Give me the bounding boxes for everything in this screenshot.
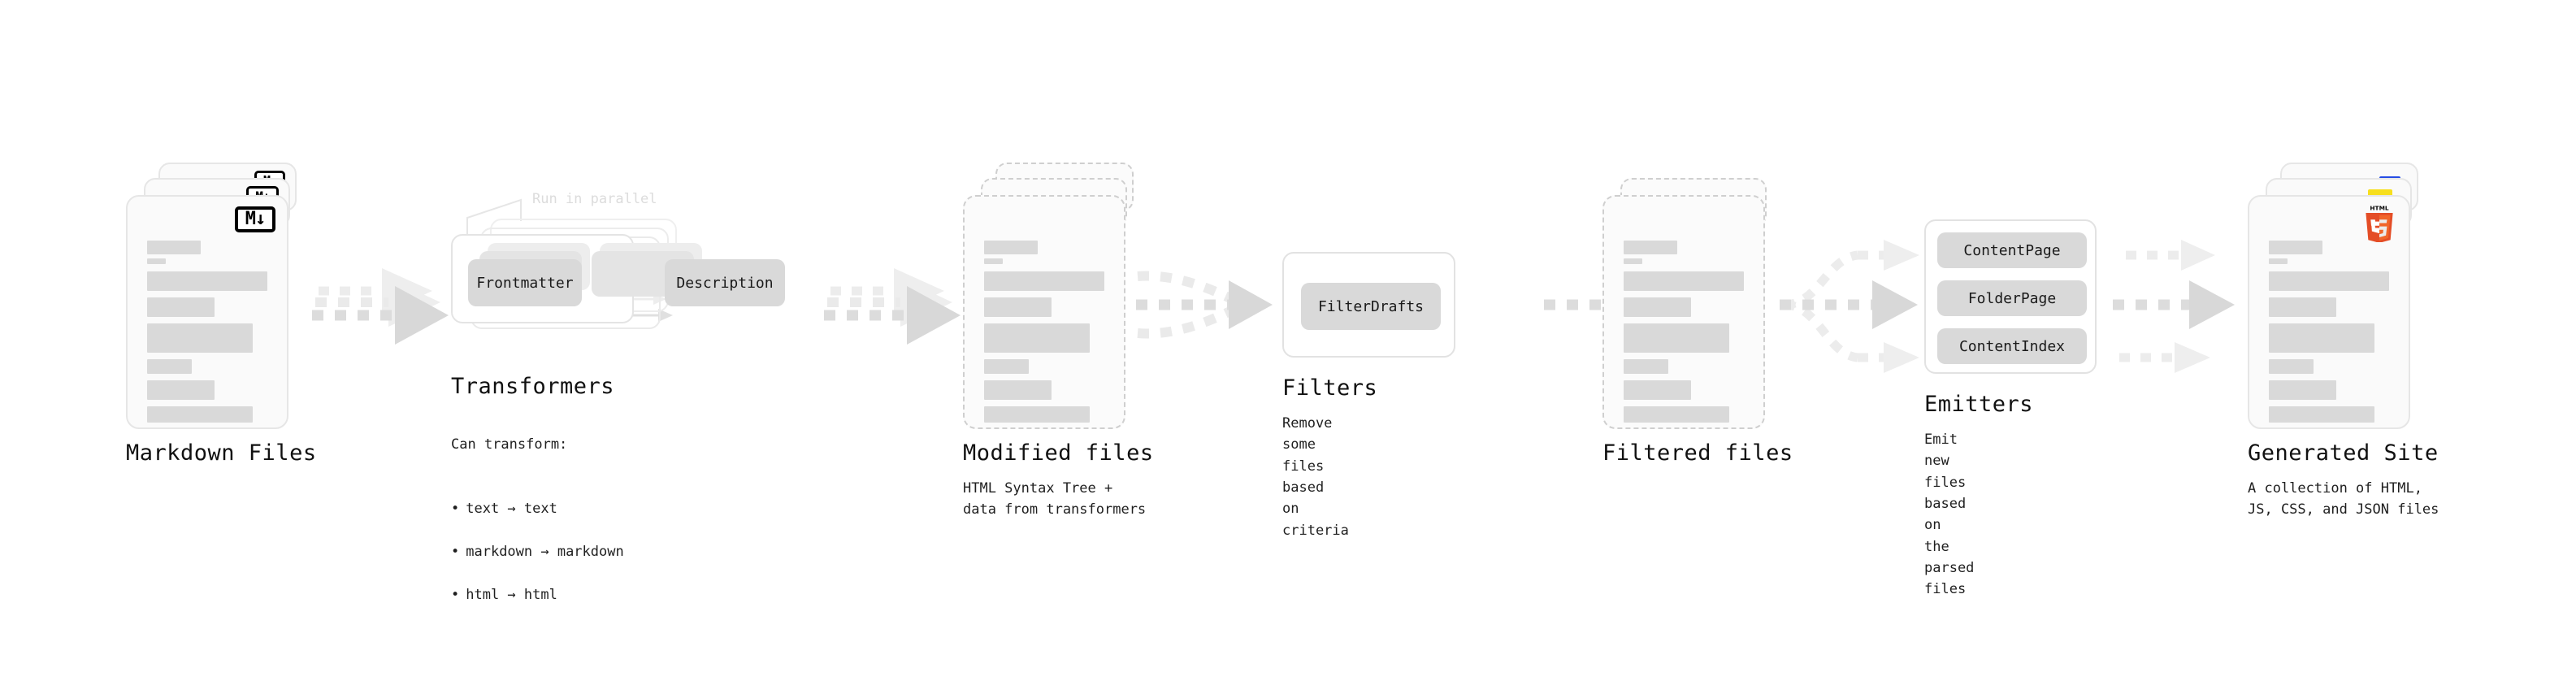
arrow-filtered-to-emitters — [1780, 240, 1919, 373]
placeholder-bar — [984, 241, 1038, 254]
stage-title-emitters: Emitters — [1924, 392, 2034, 417]
placeholder-bar — [2269, 297, 2336, 317]
transformers-bullet: markdown → markdown — [451, 541, 623, 562]
emitter-pill-folderpage[interactable]: FolderPage — [1937, 280, 2087, 316]
modified-files-description: HTML Syntax Tree + data from transformer… — [963, 480, 1147, 518]
filters-group-box: FilterDrafts — [1282, 252, 1455, 358]
placeholder-bar — [2269, 359, 2314, 374]
emitter-pill-contentpage[interactable]: ContentPage — [1937, 232, 2087, 268]
placeholder-bar — [984, 380, 1052, 400]
filtered-card-stack — [1602, 163, 1789, 431]
stage-title-markdown-files: Markdown Files — [126, 440, 317, 466]
emitter-pill-contentindex[interactable]: ContentIndex — [1937, 328, 2087, 364]
arrow-emitters-to-generated-site — [2113, 240, 2235, 373]
placeholder-bar — [1624, 297, 1691, 317]
placeholder-bar — [2269, 380, 2336, 400]
placeholder-bar — [1624, 271, 1744, 291]
transformers-bullet: text → text — [451, 498, 624, 519]
placeholder-bar — [147, 359, 192, 374]
placeholder-bar — [2269, 241, 2322, 254]
emitters-group-box: ContentPage FolderPage ContentIndex — [1924, 219, 2097, 374]
transformers-description-lead: Can transform: — [451, 436, 568, 453]
placeholder-bar — [2269, 323, 2375, 353]
markdown-card-placeholder-lines — [147, 241, 267, 423]
generated-card-placeholder-lines — [2269, 241, 2389, 423]
generated-card-front: HTML — [2248, 195, 2410, 429]
stage-title-filtered-files: Filtered files — [1602, 440, 1793, 466]
modified-card-placeholder-lines — [984, 241, 1104, 423]
run-in-parallel-label: Run in parallel — [532, 191, 657, 207]
placeholder-bar — [147, 241, 201, 254]
transformer-pill-frontmatter[interactable]: Frontmatter — [468, 259, 582, 306]
stage-modified-files: Modified files HTML Syntax Tree + data f… — [963, 163, 1153, 518]
placeholder-bar — [147, 323, 254, 353]
stage-title-transformers: Transformers — [451, 374, 615, 399]
filtered-card-placeholder-lines — [1624, 241, 1744, 423]
emitters-description: Emit new files based on the parsed files — [1924, 432, 1975, 598]
stage-markdown-files: M↓ M↓ M↓ Markdown Files — [126, 163, 316, 466]
placeholder-bar — [984, 297, 1052, 317]
transformers-bullet: html → html — [451, 584, 624, 605]
markdown-badge: M↓ — [235, 206, 275, 232]
placeholder-bar — [1624, 323, 1730, 353]
stage-generated-site: css HTML — [2248, 163, 2451, 518]
markdown-card-stack: M↓ M↓ M↓ — [126, 163, 313, 431]
arrow-markdown-to-transformers — [312, 268, 449, 345]
generated-card-stack: css HTML — [2248, 163, 2451, 431]
filtered-card-front — [1602, 195, 1765, 429]
placeholder-bar — [2269, 271, 2389, 291]
placeholder-bar — [984, 323, 1091, 353]
arrow-modified-to-filters — [1136, 271, 1273, 339]
filter-pill-filterdrafts[interactable]: FilterDrafts — [1301, 283, 1441, 330]
transformers-bullet-list: text → text markdown → markdown html → h… — [451, 477, 624, 627]
placeholder-bar — [147, 271, 267, 291]
placeholder-bar — [1624, 406, 1730, 423]
placeholder-bar — [147, 406, 254, 423]
placeholder-bar — [984, 406, 1091, 423]
placeholder-bar — [1624, 258, 1642, 264]
placeholder-bar — [147, 258, 166, 264]
placeholder-bar — [2269, 406, 2375, 423]
arrow-transformers-to-modified — [824, 268, 961, 345]
modified-card-stack — [963, 163, 1150, 431]
transformer-pill-description[interactable]: Description — [665, 259, 785, 306]
generated-site-description: A collection of HTML, JS, CSS, and JSON … — [2248, 480, 2439, 518]
placeholder-bar — [147, 380, 215, 400]
placeholder-bar — [147, 297, 215, 317]
html5-icon: HTML — [2361, 203, 2397, 243]
filters-description: Remove some files based on criteria — [1282, 415, 1349, 539]
svg-text:HTML: HTML — [2370, 204, 2389, 211]
stage-filtered-files: Filtered files — [1602, 163, 1793, 466]
placeholder-bar — [984, 258, 1003, 264]
placeholder-bar — [1624, 359, 1668, 374]
stage-title-generated-site: Generated Site — [2248, 440, 2439, 466]
placeholder-bar — [1624, 241, 1677, 254]
stage-title-modified-files: Modified files — [963, 440, 1154, 466]
modified-card-front — [963, 195, 1125, 429]
placeholder-bar — [984, 359, 1029, 374]
stage-title-filters: Filters — [1282, 375, 1378, 401]
placeholder-bar — [2269, 258, 2288, 264]
markdown-card-front: M↓ — [126, 195, 288, 429]
placeholder-bar — [984, 271, 1104, 291]
transformers-description: Can transform: text → text markdown → ma… — [451, 413, 624, 648]
placeholder-bar — [1624, 380, 1691, 400]
